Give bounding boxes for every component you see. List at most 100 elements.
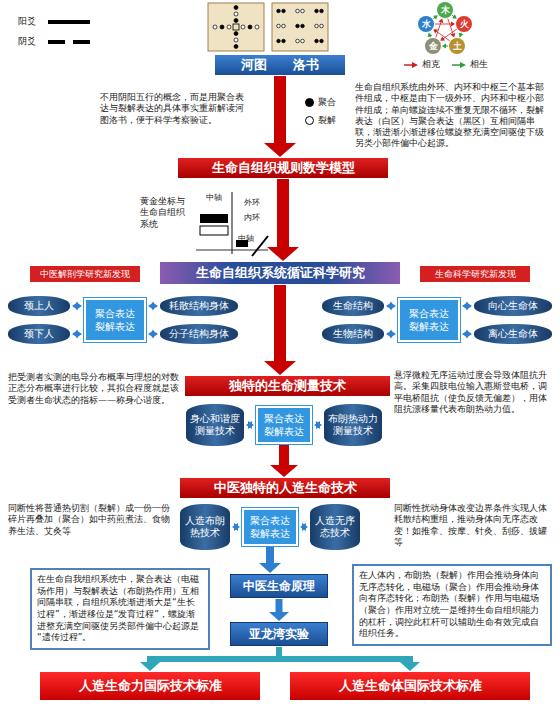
node-text: 聚合表达 [250, 514, 290, 527]
yin-line [73, 40, 90, 44]
arrow-connector [435, 22, 455, 27]
arrow-head [259, 563, 281, 573]
luoshu-dot [282, 24, 286, 28]
node-text: 向心生命体 [488, 300, 538, 312]
luoshu-dot [296, 39, 300, 43]
title-band: 河图 洛书 [215, 55, 345, 75]
legend-swatch [305, 98, 314, 107]
arrow-head [451, 22, 455, 27]
cylinder-node: 向心生命体 [474, 296, 552, 316]
arrow-connector [148, 302, 158, 310]
luoshu-dot [315, 24, 319, 28]
cylinder-node: 耗散结构身体 [160, 296, 238, 316]
arrow-connector [386, 302, 396, 310]
arrow-head [452, 14, 457, 18]
arrow-head [428, 33, 433, 38]
node-text: 洛书 [293, 56, 319, 74]
center-box: 聚合表达裂解表达 [242, 508, 298, 546]
note-text: 不用阴阳五行的概念，而是用聚合表达与裂解表达的具体事实重新解读河图洛书，便于科学… [100, 92, 252, 126]
arrow-connector [72, 302, 82, 310]
node-text: 河图 [241, 56, 267, 74]
hetu-dot [234, 32, 238, 36]
luoshu-dot [277, 24, 281, 28]
node-text: 人造生命体国际技术标准 [339, 677, 482, 695]
legend-item: 聚合 [305, 96, 336, 109]
cylinder-node: 身心和谐度测量技术 [186, 404, 244, 446]
luoshu-dot [301, 9, 305, 13]
element-circle: 木 [437, 2, 453, 18]
legend-text: 裂解 [318, 114, 336, 127]
arrow-connector [246, 421, 254, 429]
title-band: 生命自组织规则数学模型 [178, 158, 388, 178]
node-text: 裂解表达 [264, 425, 304, 438]
luoshu-dot [296, 24, 300, 28]
splitting-block [200, 226, 228, 235]
node-text: 金 [429, 42, 438, 51]
node-text: 水 [422, 20, 431, 29]
luoshu-dot [301, 24, 305, 28]
hetu-dot [234, 38, 238, 42]
arrow-head [439, 19, 444, 24]
arrow-connector [267, 179, 299, 261]
arrow-head [76, 330, 82, 338]
arrow-head [248, 421, 254, 429]
hetu-dot [213, 25, 217, 29]
yang-line [48, 20, 90, 24]
arrow-connector [442, 44, 448, 49]
luoshu-dot [320, 9, 324, 13]
cylinder-node: 颈上人 [8, 296, 70, 316]
note-text: 悬浮微粒无序运动过度会导致体阻抗升高。采集四肢电位输入惠斯登电桥，调平电桥阻抗（… [394, 370, 552, 415]
element-circle: 金 [425, 38, 441, 54]
luoshu-dot [301, 39, 305, 43]
luoshu-dot [277, 9, 281, 13]
hetu-dot [234, 45, 238, 49]
text-box: 在人体内，布朗热（裂解）作用会推动身体向无序态转化，电磁场（聚合）作用会推动身体… [352, 564, 552, 646]
arrow-connector [452, 14, 457, 18]
luoshu-dot [277, 39, 281, 43]
node-text: 生物结构 [333, 328, 373, 340]
standard-box: 人造生命体国际技术标准 [290, 672, 530, 700]
arrow-head [300, 523, 306, 531]
legend-line [452, 64, 461, 66]
yin-line [48, 40, 65, 44]
arrow-connector [433, 15, 438, 19]
arrow-connector [459, 33, 464, 38]
legend-arrow [452, 61, 466, 69]
arrow-head [269, 612, 289, 621]
arrow-head [462, 302, 468, 310]
connector-line [279, 647, 410, 665]
arrow-head [440, 36, 445, 40]
arrow-head [400, 662, 420, 671]
node-text: 人造布朗热技术 [184, 515, 226, 539]
legend-head [460, 62, 466, 68]
luoshu-dot [315, 9, 319, 13]
node-text: 裂解表达 [95, 320, 135, 333]
arrow-head [459, 33, 464, 38]
note-text: 同断性将普通热切割（裂解）成一份一份碎片再叠加（聚合）如中药煎煮法、食物养生法、… [8, 503, 174, 537]
arrow-connector [264, 285, 296, 375]
legend-text: 聚合 [318, 96, 336, 109]
tag-label: 生命科学研究新发现 [420, 266, 530, 282]
node-text: 火 [460, 20, 469, 29]
legend-item: 裂解 [305, 114, 336, 127]
cylinder-node: 人造布朗热技术 [180, 504, 230, 550]
hetu-dot [248, 25, 252, 29]
arrow-connector [436, 19, 443, 38]
note-text: 黄金坐标与生命自组织系统 [140, 196, 186, 230]
arrow-connector [232, 523, 240, 531]
spiral-line [252, 236, 268, 256]
node-text: 裂解表达 [250, 527, 290, 540]
note-text: 内环 [244, 213, 260, 223]
node-text: 生命科学研究新发现 [435, 268, 516, 281]
arrow-head [462, 330, 468, 338]
legend-line [404, 64, 413, 66]
cylinder-node: 颈下人 [8, 324, 70, 344]
legend-item: 相生 [452, 58, 488, 71]
node-text: 耗散结构身体 [169, 300, 229, 312]
arrow-head [264, 143, 296, 157]
connector-line [274, 285, 286, 365]
hetu-dot [241, 25, 245, 29]
luoshu-chart [272, 3, 328, 51]
hetu-dot [227, 25, 231, 29]
